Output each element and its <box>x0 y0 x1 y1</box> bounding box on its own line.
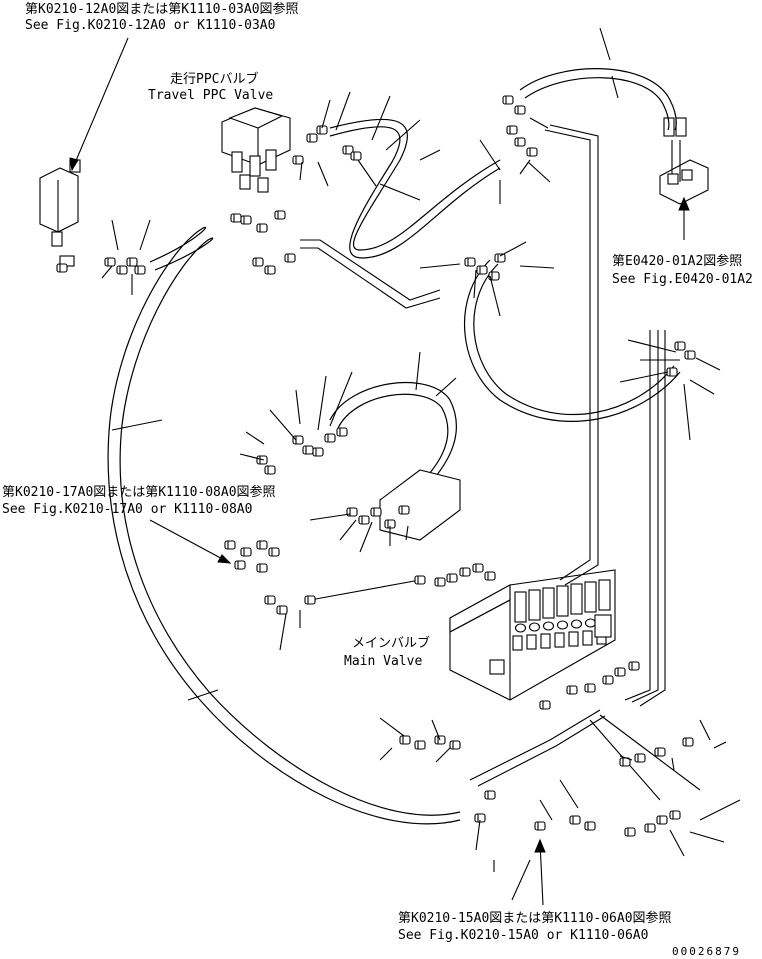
leader-lines <box>101 27 741 901</box>
drawing-number: 00026879 <box>672 945 741 958</box>
fittings <box>56 95 696 837</box>
main-valve-label-en: Main Valve <box>344 654 423 669</box>
travel-ppc-valve-drawing <box>221 107 291 193</box>
main-valve-drawing <box>449 569 616 701</box>
ref-right-jp: 第E0420-01A2図参照 <box>612 254 743 269</box>
right-bracket-drawing <box>659 117 709 205</box>
ref-left-mid-en: See Fig.K0210-17A0 or K1110-08A0 <box>2 502 253 517</box>
travel-ppc-valve-label-jp: 走行PPCバルブ <box>170 72 259 87</box>
tubes <box>300 124 701 801</box>
hoses <box>107 68 681 825</box>
ref-top-left-jp: 第K0210-12A0図または第K1110-03A0図参照 <box>25 2 299 17</box>
ref-bottom-en: See Fig.K0210-15A0 or K1110-06A0 <box>398 928 649 943</box>
ref-top-left-en: See Fig.K0210-12A0 or K1110-03A0 <box>25 18 276 33</box>
main-valve-label-jp: メインバルブ <box>352 636 431 651</box>
reference-arrows <box>69 37 690 906</box>
ref-bottom-jp: 第K0210-15A0図または第K1110-06A0図参照 <box>398 911 672 926</box>
ref-right-en: See Fig.E0420-01A2 <box>612 272 753 287</box>
ref-left-mid-jp: 第K0210-17A0図または第K1110-08A0図参照 <box>2 485 276 500</box>
travel-ppc-valve-label-en: Travel PPC Valve <box>148 88 274 103</box>
left-control-valve-drawing <box>39 159 81 267</box>
